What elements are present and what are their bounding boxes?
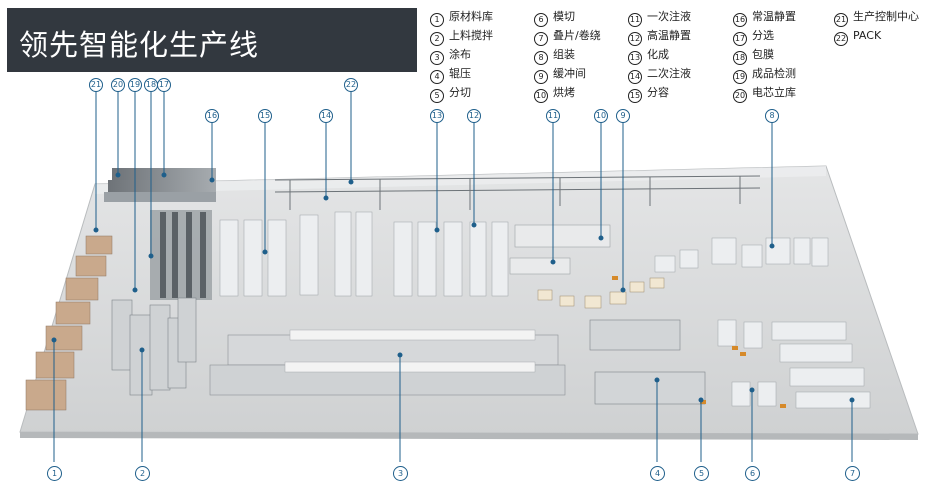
callout-19: 19 (128, 78, 142, 92)
callout-5: 5 (694, 466, 709, 481)
title-banner: 领先智能化生产线 (7, 8, 417, 72)
callout-16: 16 (205, 109, 219, 123)
callout-3: 3 (393, 466, 408, 481)
callout-14: 14 (319, 109, 333, 123)
callout-7: 7 (845, 466, 860, 481)
callout-1: 1 (47, 466, 62, 481)
callout-21: 21 (89, 78, 103, 92)
callout-6: 6 (745, 466, 760, 481)
page-title: 领先智能化生产线 (19, 22, 259, 64)
callout-8: 8 (765, 109, 779, 123)
callout-17: 17 (157, 78, 171, 92)
callout-12: 12 (467, 109, 481, 123)
callout-9: 9 (616, 109, 630, 123)
callout-20: 20 (111, 78, 125, 92)
callout-18: 18 (144, 78, 158, 92)
callout-2: 2 (135, 466, 150, 481)
callout-22: 22 (344, 78, 358, 92)
callout-11: 11 (546, 109, 560, 123)
callout-15: 15 (258, 109, 272, 123)
callout-10: 10 (594, 109, 608, 123)
callout-4: 4 (650, 466, 665, 481)
callout-13: 13 (430, 109, 444, 123)
